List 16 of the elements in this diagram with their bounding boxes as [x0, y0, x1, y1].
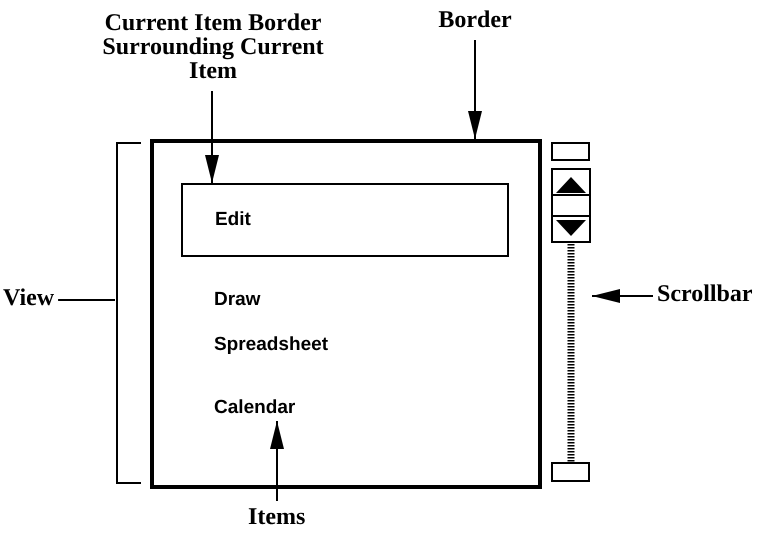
menu-item-text: Spreadsheet: [214, 334, 328, 356]
arrow: [468, 40, 482, 139]
arrow: [205, 91, 219, 183]
arrow: [270, 421, 284, 501]
menu-item-text: Edit: [215, 209, 251, 231]
callout-label: View: [3, 286, 54, 310]
leader-line: [58, 299, 115, 301]
current-item-border: [181, 183, 509, 257]
callout-label: Scrollbar: [657, 282, 753, 306]
callout-label: Border: [434, 8, 516, 32]
callout-label: Current Item Border Surrounding Current Item: [86, 11, 340, 83]
callout-label: Items: [248, 505, 306, 529]
view-frame: [150, 139, 542, 489]
arrow: [592, 289, 653, 303]
menu-item-text: Draw: [214, 289, 260, 311]
menu-item-text: Calendar: [214, 397, 296, 419]
